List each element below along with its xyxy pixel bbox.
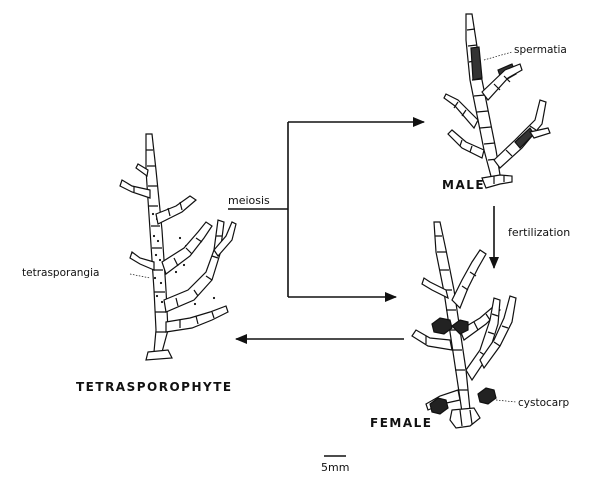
tetrasporangia-leader — [130, 274, 150, 278]
male-label: MALE — [442, 178, 485, 192]
meiosis-label: meiosis — [228, 194, 270, 207]
spermatia-label: spermatia — [514, 44, 567, 56]
cystocarp-label: cystocarp — [518, 397, 570, 409]
female-label: FEMALE — [370, 416, 432, 430]
spermatia-leader — [484, 52, 512, 60]
tetrasporangia-label: tetrasporangia — [22, 267, 99, 279]
male-plant — [444, 14, 550, 188]
female-plant — [412, 222, 516, 428]
tetrasporophyte-label: TETRASPOROPHYTE — [76, 380, 233, 394]
scale-label: 5mm — [321, 461, 349, 474]
cystocarp-leader — [496, 400, 516, 402]
fertilization-label: fertilization — [508, 226, 570, 239]
tetrasporophyte-plant — [120, 134, 236, 360]
